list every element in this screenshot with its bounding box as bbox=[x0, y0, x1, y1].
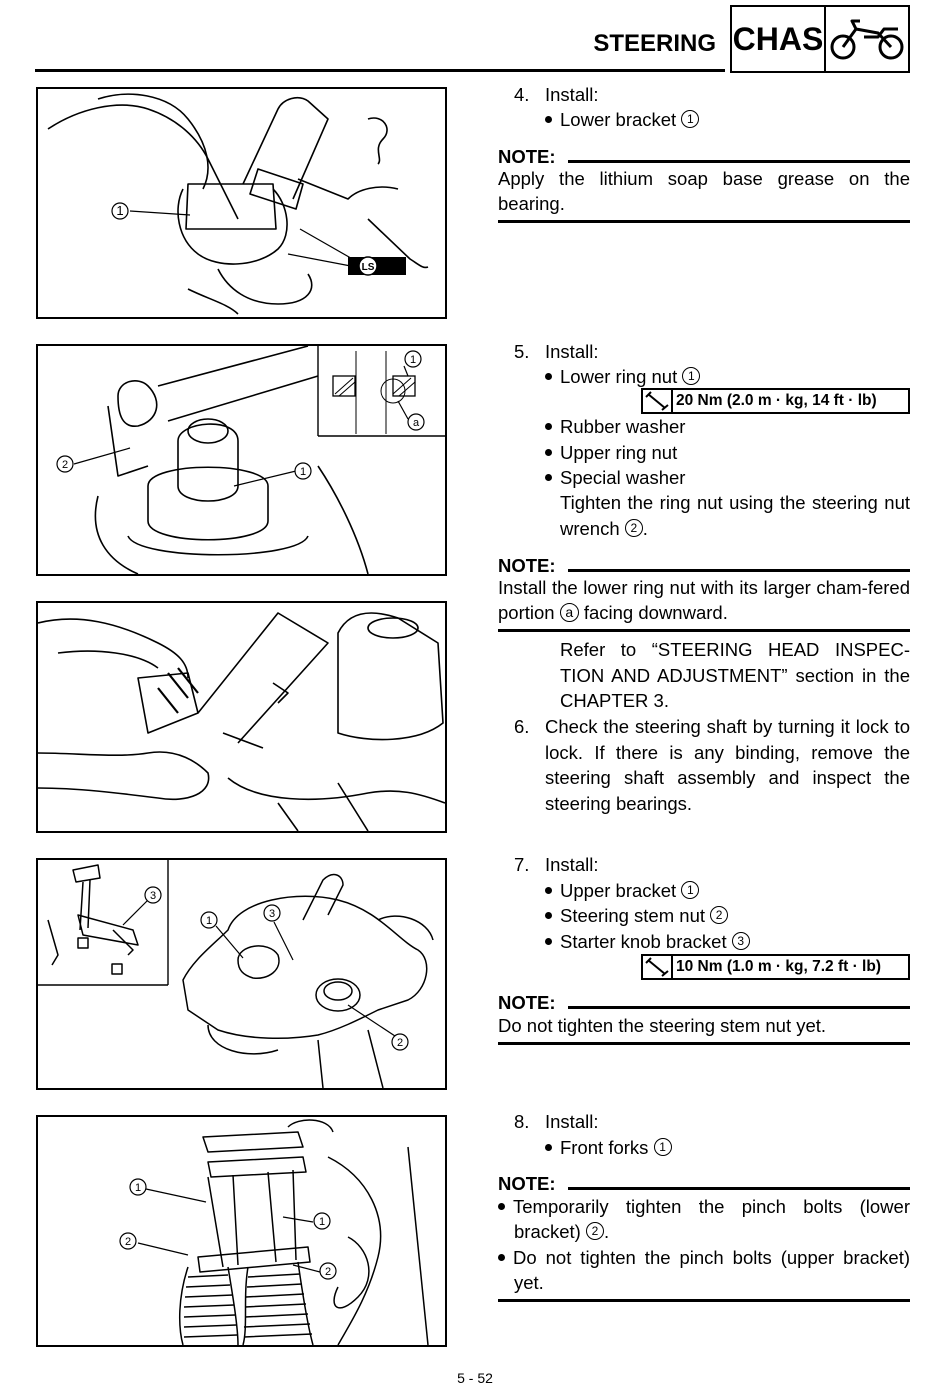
callout-ref: a bbox=[559, 602, 579, 622]
step-number: 5. bbox=[514, 341, 530, 362]
list-item: Lower bracket 1 bbox=[545, 107, 700, 132]
note-rule bbox=[568, 160, 910, 163]
callout-1: 1 bbox=[206, 915, 212, 927]
section-title: STEERING bbox=[593, 30, 716, 57]
note-text: Apply the lithium soap base grease on th… bbox=[498, 168, 910, 214]
note-label: NOTE: bbox=[498, 555, 556, 576]
chapter-badge: CHAS bbox=[730, 5, 910, 73]
callout-ref: 3 bbox=[731, 932, 750, 951]
step-number: 7. bbox=[514, 854, 530, 875]
note-end-rule bbox=[498, 1042, 910, 1045]
callout-2: 2 bbox=[125, 1236, 131, 1248]
note-list-item: Temporarily tighten the pinch bolts (low… bbox=[498, 1194, 910, 1244]
list-item: Upper bracket 1 bbox=[545, 878, 700, 903]
step-number: 8. bbox=[514, 1111, 530, 1132]
step-title: Install: bbox=[545, 854, 599, 875]
figure-ring-nut-install: 2 1 1 a bbox=[36, 344, 447, 576]
callout-a: a bbox=[413, 417, 420, 429]
callout-ref: 2 bbox=[624, 518, 643, 537]
refer-text: Refer to “STEERING HEAD INSPEC-TION AND … bbox=[560, 639, 910, 711]
callout-1: 1 bbox=[116, 203, 123, 218]
callout-ref: 2 bbox=[710, 906, 729, 925]
step-number: 6. bbox=[514, 716, 530, 737]
callout-ref: 1 bbox=[681, 881, 700, 900]
callout-ref: 2 bbox=[585, 1222, 604, 1241]
step-title: Install: bbox=[545, 1111, 599, 1132]
torque-spec: 10 Nm (1.0 m · kg, 7.2 ft · lb) bbox=[641, 954, 910, 980]
note-label: NOTE: bbox=[498, 1173, 556, 1194]
list-item: Front forks 1 bbox=[545, 1135, 672, 1160]
step-title: Install: bbox=[545, 341, 599, 362]
callout-ref: 1 bbox=[653, 1138, 672, 1157]
note-end-rule bbox=[498, 629, 910, 632]
step-number: 4. bbox=[514, 84, 530, 105]
list-item: Upper ring nut bbox=[545, 440, 677, 465]
callout-ref: 1 bbox=[682, 367, 701, 386]
callout-1: 1 bbox=[300, 466, 306, 478]
callout-1: 1 bbox=[319, 1216, 325, 1228]
note-rule bbox=[568, 1187, 910, 1190]
callout-3: 3 bbox=[150, 890, 156, 902]
callout-1: 1 bbox=[135, 1182, 141, 1194]
note-end-rule bbox=[498, 1299, 910, 1302]
page-number: 5 - 52 bbox=[457, 1370, 493, 1386]
note-text: Install the lower ring nut with its larg… bbox=[498, 577, 910, 623]
bullet-icon bbox=[545, 1143, 552, 1151]
chapter-badge-label: CHAS bbox=[732, 7, 826, 71]
bullet-icon bbox=[545, 448, 552, 456]
figure-ring-nut-tighten bbox=[36, 601, 447, 833]
note-label: NOTE: bbox=[498, 146, 556, 167]
motorcycle-icon bbox=[830, 19, 904, 60]
torque-value: 20 Nm (2.0 m · kg, 14 ft · lb) bbox=[676, 392, 877, 409]
tighten-instruction: Tighten the ring nut using the steering … bbox=[560, 492, 910, 539]
figure-upper-bracket-install: 3 1 3 2 bbox=[36, 858, 447, 1090]
step-text: Check the steering shaft by turning it l… bbox=[545, 716, 910, 814]
bullet-icon bbox=[545, 473, 552, 481]
note-list-item: Do not tighten the pinch bolts (upper br… bbox=[498, 1245, 910, 1295]
list-item: Special washer bbox=[545, 465, 685, 490]
bullet-icon bbox=[545, 115, 552, 123]
list-item: Steering stem nut 2 bbox=[545, 903, 729, 928]
grease-ls-label: LS bbox=[362, 262, 375, 273]
list-item: Lower ring nut 1 bbox=[545, 364, 701, 389]
torque-value: 10 Nm (1.0 m · kg, 7.2 ft · lb) bbox=[676, 958, 881, 975]
figure-lower-bracket-install: LS 1 bbox=[36, 87, 447, 319]
header-rule bbox=[35, 69, 725, 72]
bullet-icon bbox=[545, 422, 552, 430]
note-end-rule bbox=[498, 220, 910, 223]
callout-2: 2 bbox=[325, 1266, 331, 1278]
callout-2: 2 bbox=[397, 1037, 403, 1049]
callout-2: 2 bbox=[62, 459, 68, 471]
bullet-icon bbox=[545, 911, 552, 919]
note-rule bbox=[568, 569, 910, 572]
step-title: Install: bbox=[545, 84, 599, 105]
bullet-icon bbox=[545, 372, 552, 380]
bullet-icon bbox=[498, 1253, 505, 1261]
figure-front-forks-install: 1 1 2 2 bbox=[36, 1115, 447, 1347]
torque-wrench-icon bbox=[645, 390, 673, 412]
bullet-icon bbox=[545, 937, 552, 945]
callout-3: 3 bbox=[269, 908, 275, 920]
callout-1: 1 bbox=[410, 354, 416, 366]
note-text: Do not tighten the steering stem nut yet… bbox=[498, 1015, 827, 1036]
note-rule bbox=[568, 1006, 910, 1009]
list-item: Starter knob bracket 3 bbox=[545, 929, 750, 954]
list-item: Rubber washer bbox=[545, 414, 685, 439]
torque-spec: 20 Nm (2.0 m · kg, 14 ft · lb) bbox=[641, 388, 910, 414]
callout-ref: 1 bbox=[681, 110, 700, 129]
bullet-icon bbox=[498, 1202, 505, 1210]
bullet-icon bbox=[545, 886, 552, 894]
note-label: NOTE: bbox=[498, 992, 556, 1013]
torque-wrench-icon bbox=[645, 956, 673, 978]
